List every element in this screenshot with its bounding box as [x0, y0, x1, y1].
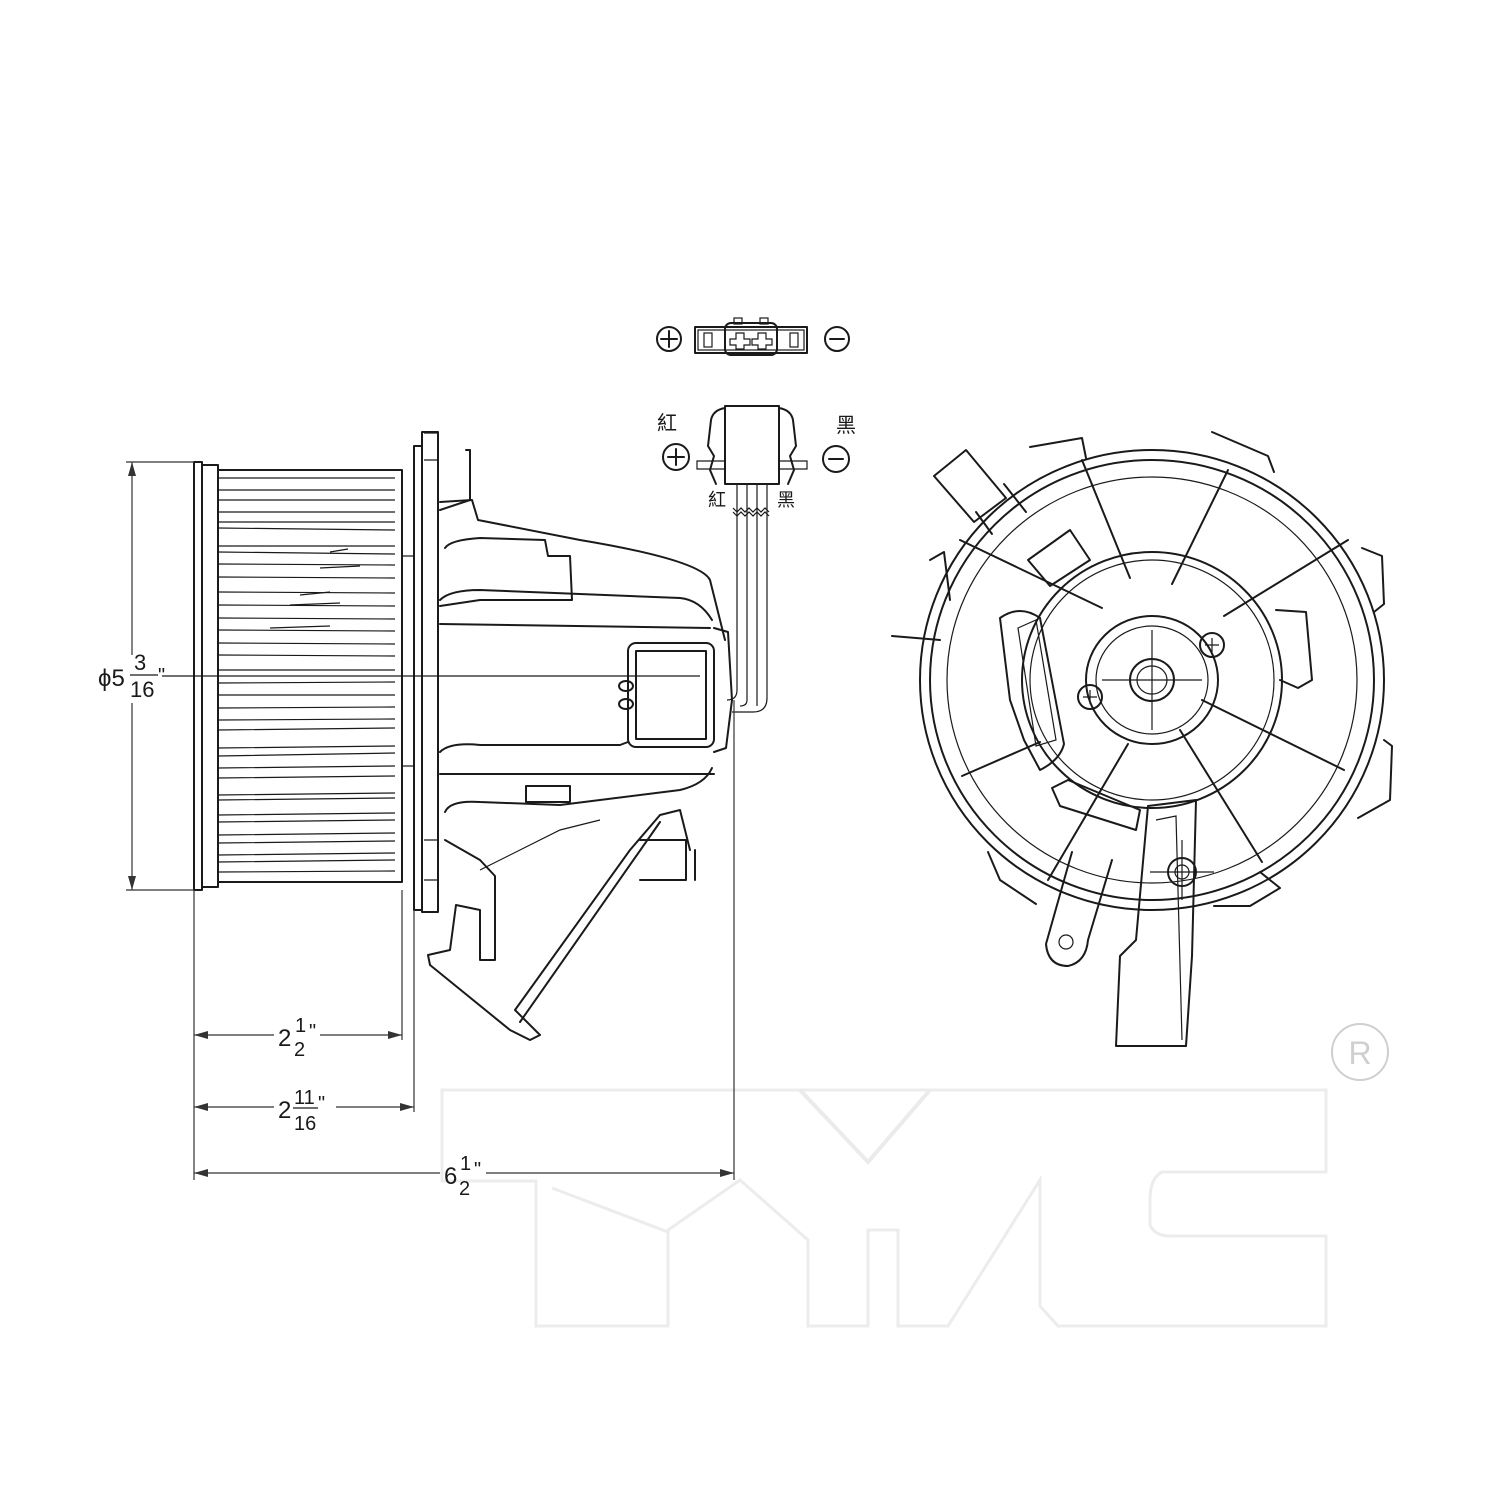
screw-icon	[1077, 684, 1103, 710]
svg-text:2: 2	[294, 1039, 305, 1061]
svg-text:11: 11	[294, 1087, 315, 1109]
svg-text:": "	[318, 1093, 325, 1115]
svg-text:": "	[158, 665, 165, 687]
minus-terminal-icon	[822, 445, 850, 473]
svg-text:2: 2	[459, 1178, 470, 1200]
minus-terminal-icon	[824, 326, 850, 352]
tyc-watermark-logo	[440, 1088, 1328, 1328]
svg-text:1: 1	[460, 1153, 471, 1175]
black-wire-label: 黑	[836, 413, 856, 437]
svg-text:1: 1	[295, 1015, 306, 1037]
connector-side-view: 紅 黑 紅 黑	[657, 405, 856, 713]
dimension-flange-depth: 2 11 16 "	[194, 1087, 414, 1135]
blower-motor-front-view	[891, 431, 1393, 1047]
svg-text:紅: 紅	[708, 490, 726, 511]
connector-face-view	[656, 317, 850, 356]
svg-text:ϕ5: ϕ5	[98, 665, 125, 692]
svg-text:": "	[309, 1021, 316, 1043]
svg-text:2: 2	[278, 1025, 291, 1052]
dimension-diameter: ϕ5 3 16 "	[98, 461, 194, 891]
dimension-overall-length: 6 1 2 "	[194, 1153, 734, 1200]
svg-text:3: 3	[134, 650, 146, 675]
blower-wheel-side-view	[120, 461, 700, 891]
svg-text:R: R	[1348, 1035, 1371, 1071]
svg-text:6: 6	[444, 1163, 457, 1190]
red-wire-label: 紅	[657, 411, 677, 435]
svg-text:16: 16	[130, 677, 154, 702]
svg-text:": "	[474, 1159, 481, 1181]
plus-terminal-icon	[656, 326, 682, 352]
svg-text:16: 16	[294, 1113, 316, 1135]
screw-icon	[1199, 632, 1225, 658]
dimension-wheel-depth: 2 1 2 "	[194, 1015, 402, 1061]
svg-text:黑: 黑	[777, 490, 795, 511]
plus-terminal-icon	[662, 443, 690, 471]
svg-text:2: 2	[278, 1097, 291, 1124]
registered-trademark-icon: R	[1331, 1023, 1389, 1081]
motor-housing-side-view	[402, 431, 733, 1041]
